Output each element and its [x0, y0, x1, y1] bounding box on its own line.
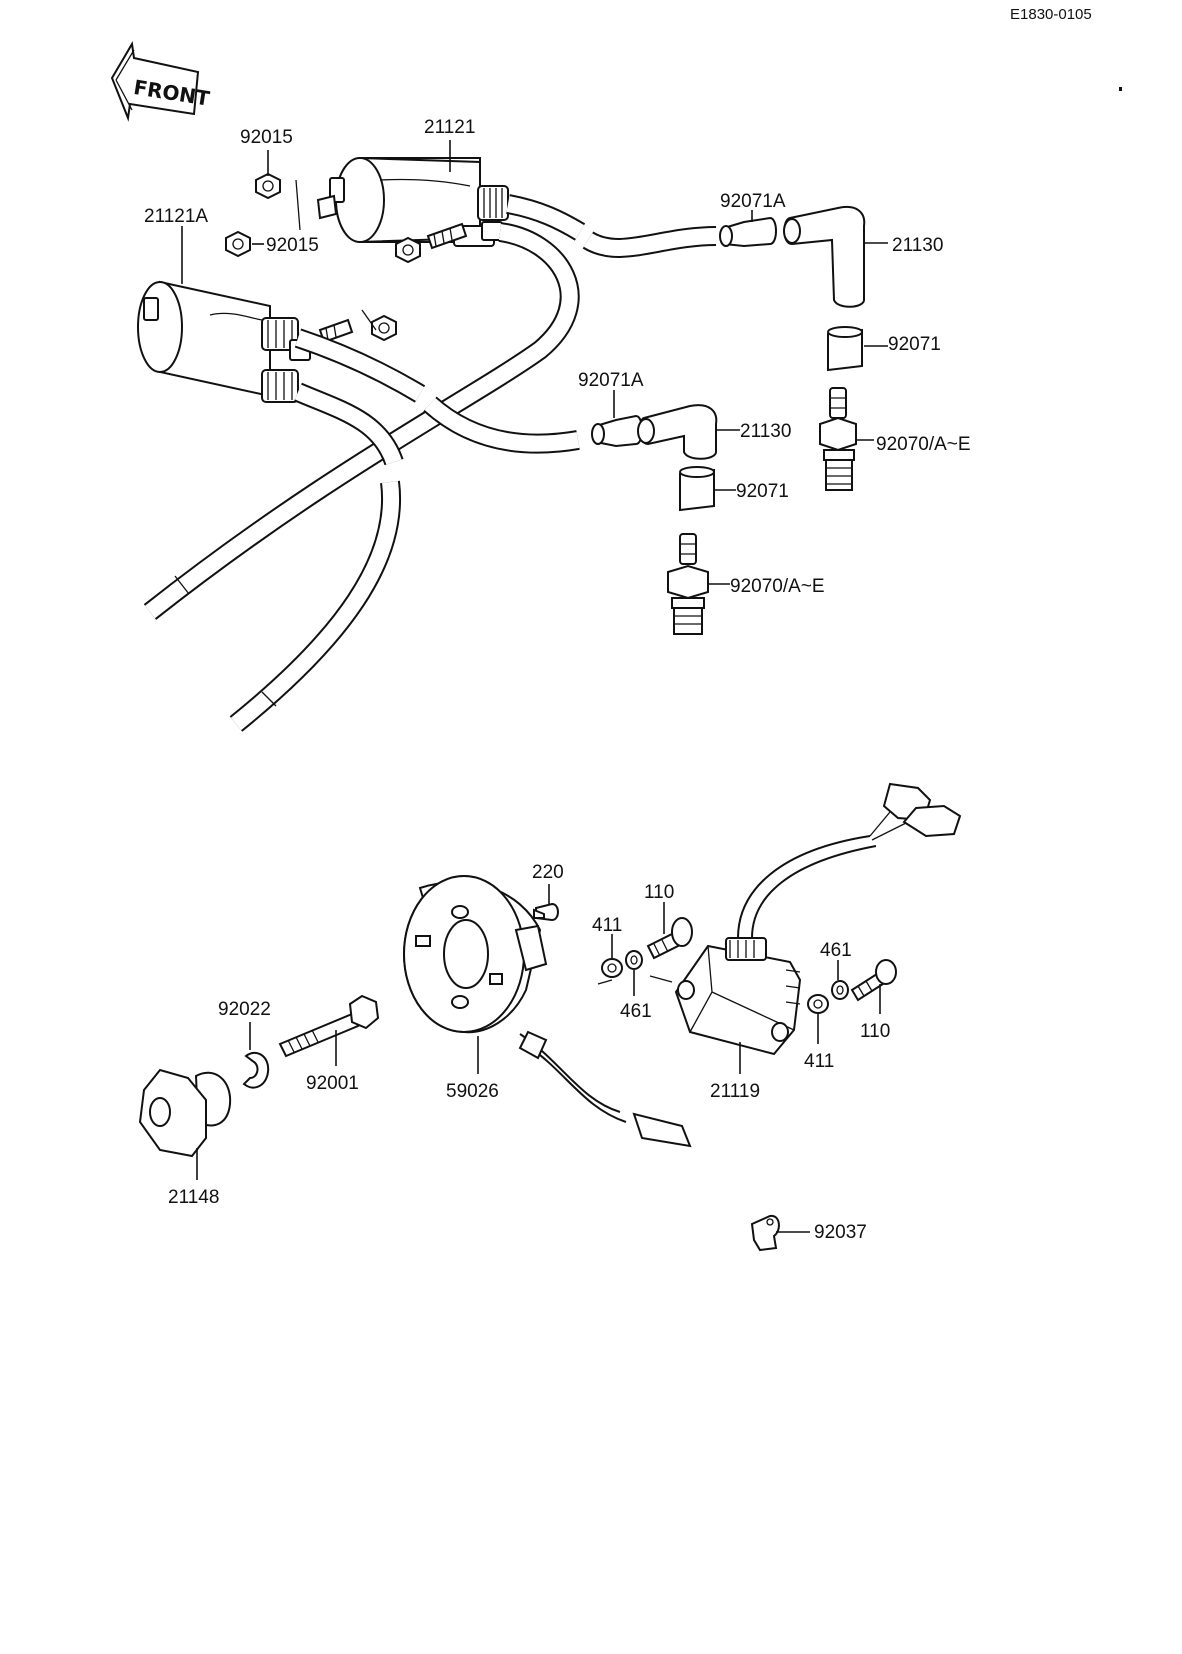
callout-92022: 92022 [218, 999, 271, 1020]
callout-92001: 92001 [306, 1073, 359, 1094]
spark-plug-left [667, 533, 709, 635]
callout-92070-right: 92070/A~E [876, 434, 971, 455]
callout-461-left: 461 [620, 1001, 652, 1022]
screw-220 [533, 902, 559, 922]
callout-92070-left: 92070/A~E [730, 576, 825, 597]
plug-cap-21130-left [637, 404, 718, 460]
cap-92071-right [827, 326, 863, 372]
bolt-92001 [278, 994, 380, 1058]
washer-411-left [601, 958, 623, 978]
callout-220: 220 [532, 862, 564, 883]
cap-92071-left [679, 466, 715, 512]
ignition-coil-lower [137, 280, 311, 403]
washer-411-right [807, 994, 829, 1014]
coil-nut-mid [225, 230, 251, 258]
spark-plug-right [819, 387, 857, 491]
scan-speck [1119, 87, 1122, 91]
coil-bolt-center [426, 222, 468, 250]
callout-92071-right: 92071 [888, 334, 941, 355]
callout-411-right: 411 [804, 1051, 834, 1072]
callout-92015-mid: 92015 [266, 235, 319, 256]
timing-rotor-21148 [138, 1068, 232, 1158]
coil-nut-upper [255, 172, 281, 200]
callout-92071A-left: 92071A [578, 370, 644, 391]
callout-92015-top: 92015 [240, 127, 293, 148]
callout-21119: 21119 [710, 1081, 760, 1102]
callout-411-left: 411 [592, 915, 622, 936]
callout-92071-left: 92071 [736, 481, 789, 502]
leader-lines-coil [295, 179, 377, 331]
callout-21121: 21121 [424, 117, 475, 138]
seal-92071A-right [719, 216, 777, 248]
leader-lines [181, 140, 888, 1233]
callout-92071A-right: 92071A [720, 191, 786, 212]
washer-461-right [831, 980, 849, 1000]
bolt-110-right [850, 959, 897, 1002]
seal-92071A-left [591, 414, 643, 448]
callout-110-left: 110 [644, 882, 674, 903]
document-ref-code: E1830-0105 [1010, 6, 1092, 23]
callout-21130-right: 21130 [892, 235, 943, 256]
coil-nut-center [395, 236, 421, 264]
callout-21148: 21148 [168, 1187, 219, 1208]
clamp-92037 [750, 1214, 780, 1252]
pickup-coil-plate-59026 [403, 875, 692, 1148]
callout-59026: 59026 [446, 1081, 499, 1102]
callout-110-right: 110 [860, 1021, 890, 1042]
shim-92022 [242, 1051, 270, 1089]
bolt-110-left [646, 917, 693, 960]
ignition-coil-upper [316, 157, 509, 247]
front-arrow-icon: FRONT [110, 41, 212, 122]
callout-92037: 92037 [814, 1222, 867, 1243]
plug-cap-21130-right [783, 206, 866, 308]
high-tension-leads [143, 194, 717, 732]
coil-nut-right [371, 314, 397, 342]
washer-461-left [625, 950, 643, 970]
callout-461-right: 461 [820, 940, 852, 961]
regulator-21119 [674, 782, 962, 1056]
callout-21121A: 21121A [144, 206, 208, 227]
callout-21130-left: 21130 [740, 421, 791, 442]
